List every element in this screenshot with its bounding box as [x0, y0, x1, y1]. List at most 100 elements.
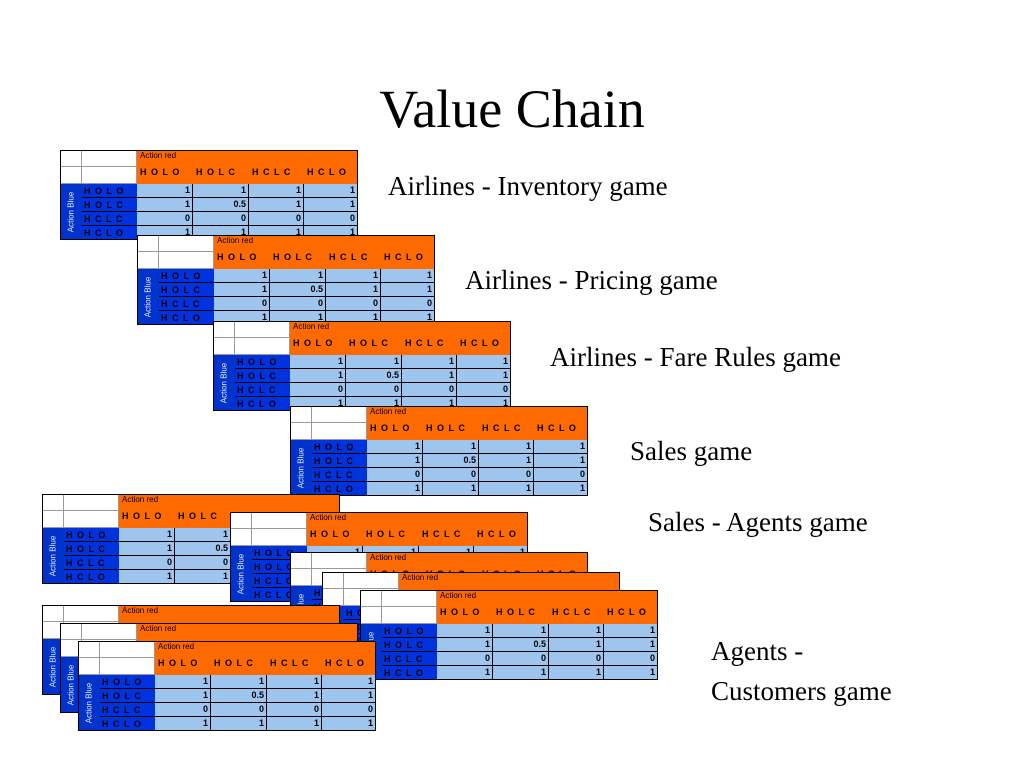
column-label: H C L O — [325, 658, 365, 668]
caption-fare-rules-game: Airlines - Fare Rules game — [550, 342, 841, 372]
payoff-cell: 0.5 — [270, 283, 326, 297]
payoff-cell: 1 — [402, 355, 457, 369]
row-label: H C L C — [82, 212, 137, 226]
action-red-label: Action red — [370, 553, 407, 562]
action-blue-label: Action Blue — [66, 664, 76, 706]
corner-cell — [82, 150, 137, 167]
corner-cell — [82, 167, 137, 184]
payoff-cell: 1 — [423, 482, 479, 496]
corner-cell — [360, 590, 382, 607]
payoff-cell: 1 — [322, 689, 376, 703]
corner-cell — [159, 235, 214, 252]
corner-cell — [382, 607, 437, 624]
payoff-cell: 1 — [534, 482, 588, 496]
row-label: H O L O — [159, 269, 214, 283]
corner-cell — [312, 552, 367, 569]
column-label: H O L O — [440, 607, 481, 617]
column-label: H O L O — [310, 529, 351, 539]
action-blue-side: Action Blue — [78, 675, 100, 731]
payoff-cell: 1 — [493, 666, 549, 680]
payoff-cell: 1 — [155, 675, 211, 689]
payoff-cell: 1 — [249, 198, 304, 212]
row-label: H O L C — [312, 454, 367, 468]
corner-cell — [100, 658, 155, 675]
payoff-cell: 1 — [493, 624, 549, 638]
action-blue-label: Action Blue — [219, 362, 229, 404]
payoff-cell: 1 — [137, 198, 193, 212]
action-red-label: Action red — [310, 513, 347, 522]
payoff-cell: 1 — [381, 283, 435, 297]
row-label: H C L C — [382, 652, 437, 666]
payoff-cell: 0 — [270, 297, 326, 311]
payoff-cell: 1 — [423, 440, 479, 454]
payoff-cell: 1 — [214, 283, 270, 297]
corner-cell — [137, 235, 159, 252]
corner-cell — [230, 512, 252, 529]
payoff-cell: 1 — [346, 355, 402, 369]
column-label: H O L O — [293, 338, 334, 348]
corner-cell — [360, 607, 382, 624]
payoff-cell: 1 — [119, 570, 175, 584]
payoff-cell: 0 — [322, 703, 376, 717]
caption-sales-agents-game: Sales - Agents game — [648, 507, 868, 537]
row-label: H O L C — [82, 198, 137, 212]
action-blue-side: Action Blue — [60, 657, 82, 713]
payoff-cell: 1 — [155, 717, 211, 731]
payoff-cell: 1 — [367, 454, 423, 468]
payoff-cell: 0 — [137, 212, 193, 226]
corner-cell — [290, 552, 312, 569]
corner-cell — [100, 641, 155, 658]
payoff-cell: 0 — [402, 383, 457, 397]
payoff-cell: 1 — [457, 369, 511, 383]
payoff-cell: 1 — [175, 570, 231, 584]
action-red-label: Action red — [140, 624, 177, 633]
action-red-label: Action red — [402, 573, 439, 582]
payoff-cell: 1 — [267, 675, 322, 689]
corner-cell — [344, 572, 399, 589]
corner-cell — [235, 338, 290, 355]
column-label: H C L C — [270, 658, 310, 668]
column-label: H O L C — [496, 607, 536, 617]
column-label: H O L O — [217, 252, 258, 262]
payoff-cell: 1 — [211, 675, 267, 689]
corner-cell — [60, 623, 82, 640]
action-blue-label: Action Blue — [296, 447, 306, 489]
payoff-cell: 1 — [549, 666, 604, 680]
payoff-cell: 0.5 — [211, 689, 267, 703]
payoff-cell: 0 — [290, 383, 346, 397]
payoff-cell: 1 — [457, 355, 511, 369]
payoff-cell: 1 — [322, 717, 376, 731]
row-label: H C L O — [64, 570, 119, 584]
payoff-cell: 1 — [604, 624, 658, 638]
payoff-cell: 1 — [211, 717, 267, 731]
column-label: H C L O — [607, 607, 647, 617]
column-label: H C L C — [329, 252, 369, 262]
payoff-cell: 1 — [214, 269, 270, 283]
row-label: H C L O — [100, 717, 155, 731]
column-label: H O L C — [349, 338, 389, 348]
corner-cell — [230, 529, 252, 546]
row-label: H C L C — [312, 468, 367, 482]
corner-cell — [64, 605, 119, 622]
column-label: H O L O — [158, 658, 199, 668]
column-label: H C L C — [405, 338, 445, 348]
payoff-cell: 1 — [267, 689, 322, 703]
payoff-cell: 0.5 — [493, 638, 549, 652]
row-label: H C L O — [82, 226, 137, 240]
payoff-cell: 1 — [534, 440, 588, 454]
payoff-cell: 0.5 — [193, 198, 249, 212]
caption-agents-customers-line1: Agents - — [711, 636, 804, 666]
action-red-label: Action red — [122, 495, 159, 504]
column-label: H C L C — [252, 167, 292, 177]
payoff-cell: 1 — [119, 542, 175, 556]
payoff-cell: 1 — [367, 440, 423, 454]
payoff-cell: 1 — [437, 638, 493, 652]
action-red-label: Action red — [293, 322, 330, 331]
action-blue-side: Action Blue — [290, 440, 312, 496]
corner-cell — [252, 512, 307, 529]
